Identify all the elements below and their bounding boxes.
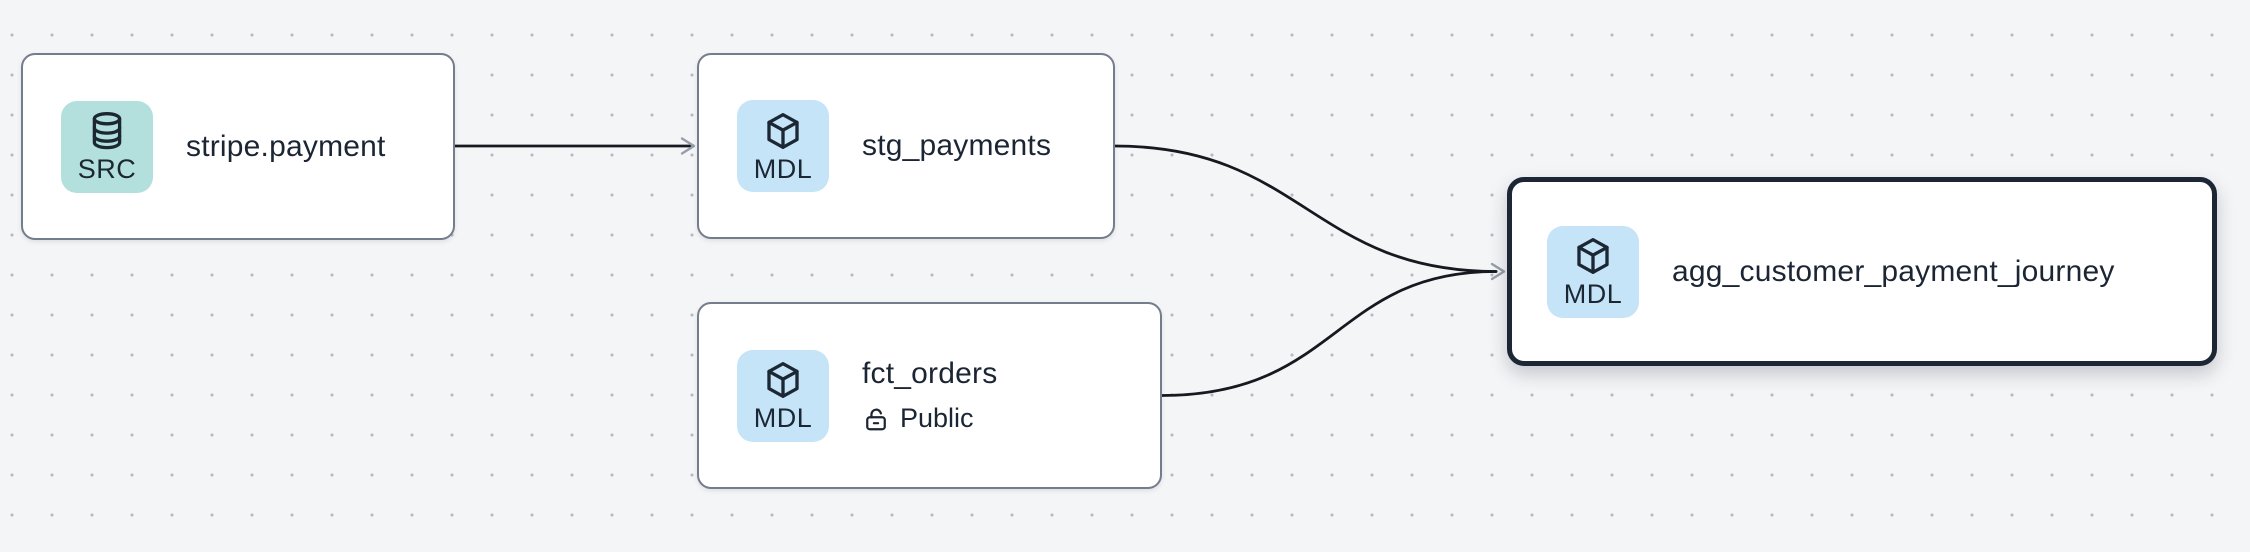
- badge-label: SRC: [77, 154, 137, 184]
- node-fct-orders[interactable]: MDL fct_orders Public: [697, 302, 1162, 489]
- label-block: fct_orders Public: [862, 357, 997, 434]
- model-badge: MDL: [737, 100, 829, 192]
- node-agg-customer-payment-journey[interactable]: MDL agg_customer_payment_journey: [1507, 177, 2217, 366]
- badge-label: MDL: [753, 403, 813, 433]
- edge-stg-payments-to-agg[interactable]: [1113, 144, 1498, 273]
- model-badge: MDL: [1547, 225, 1639, 318]
- node-label: stg_payments: [862, 129, 1052, 162]
- badge-label: MDL: [753, 153, 813, 184]
- node-stripe-payment[interactable]: SRC stripe.payment: [21, 53, 455, 240]
- arrowhead-icon: [680, 137, 696, 155]
- node-stg-payments[interactable]: MDL stg_payments: [697, 53, 1115, 239]
- access-row: Public: [862, 403, 997, 434]
- cube-icon: [767, 362, 799, 398]
- database-icon: [92, 112, 122, 150]
- node-label: stripe.payment: [186, 129, 386, 163]
- access-label: Public: [900, 403, 974, 433]
- arrowhead-icon: [1490, 262, 1506, 281]
- source-badge: SRC: [61, 100, 153, 193]
- node-label: agg_customer_payment_journey: [1672, 254, 2115, 288]
- edge-fct-orders-to-agg[interactable]: [1160, 270, 1498, 397]
- cube-icon: [1577, 238, 1609, 274]
- cube-icon: [767, 112, 799, 149]
- model-badge: MDL: [737, 349, 829, 442]
- badge-label: MDL: [1563, 279, 1623, 309]
- lock-open-icon: [866, 408, 886, 430]
- node-label: fct_orders: [862, 357, 998, 390]
